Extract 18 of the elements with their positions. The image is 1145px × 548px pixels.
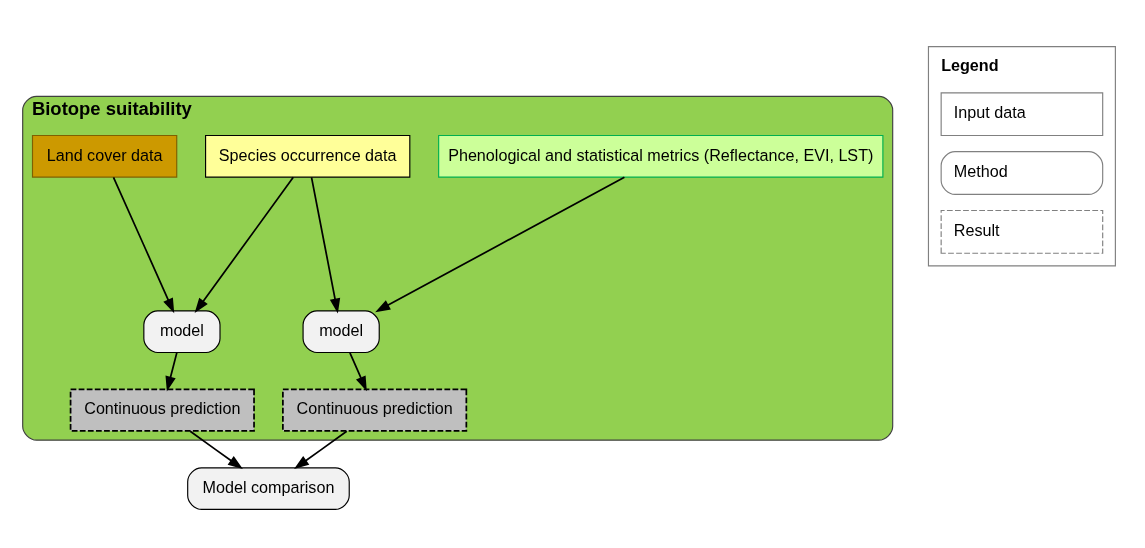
legend-label: Method xyxy=(953,162,1008,181)
legend-label: Result xyxy=(953,221,1000,240)
node-box: Continuous prediction xyxy=(282,388,468,432)
node-box: Continuous prediction xyxy=(69,388,255,432)
arrow xyxy=(349,352,367,392)
arrow xyxy=(310,176,341,314)
node-box: model xyxy=(143,310,221,354)
arrow xyxy=(165,352,178,392)
label: Legend xyxy=(941,56,999,75)
legend-label: Input data xyxy=(953,103,1026,122)
node-box: Phenological and statistical metrics (Reflectance, EVI, LST) xyxy=(438,134,884,178)
arrow xyxy=(375,176,626,313)
arrow xyxy=(194,176,295,314)
node-box: Land cover data xyxy=(31,134,178,178)
node-box: Species occurrence data xyxy=(205,134,411,178)
arrow xyxy=(112,176,175,314)
node-box: model xyxy=(302,310,380,354)
node-box: Model comparison xyxy=(187,467,350,510)
